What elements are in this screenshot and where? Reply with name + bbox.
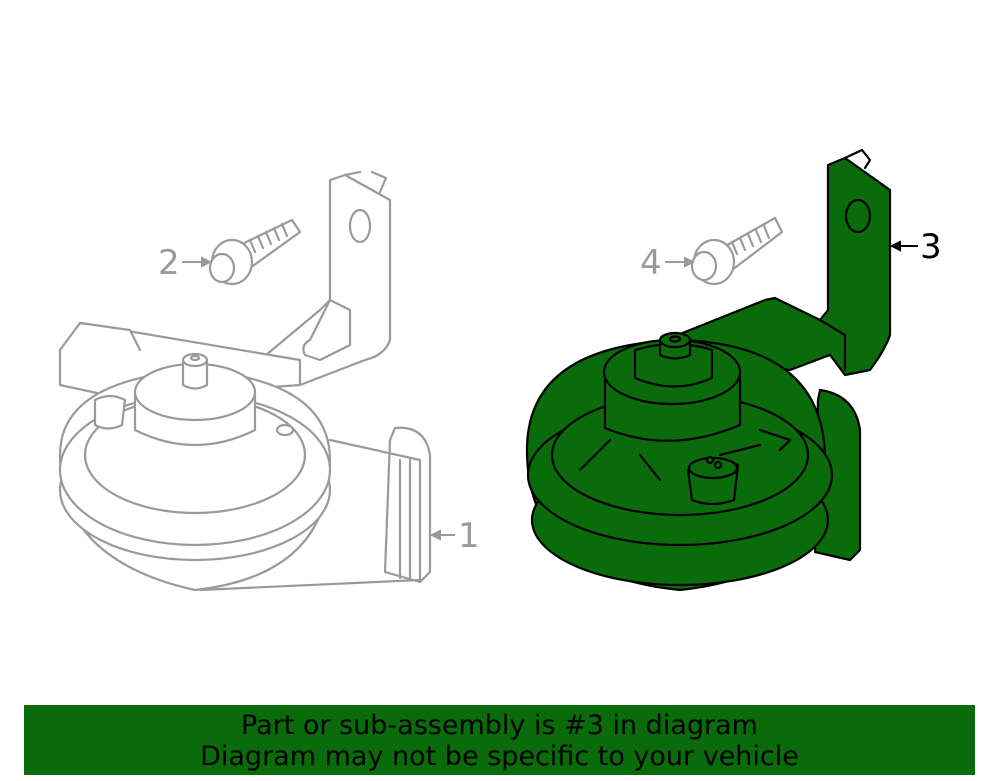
banner-line-part-number: Part or sub-assembly is #3 in diagram (241, 710, 758, 741)
horn-assembly-ghost (58, 170, 432, 592)
bolt-ghost (208, 218, 302, 286)
parts-diagram: 1 2 3 4 (58, 148, 942, 592)
info-banner: Part or sub-assembly is #3 in diagram Di… (24, 705, 975, 775)
callout-2-label: 2 (158, 243, 180, 283)
callout-1-label: 1 (458, 516, 480, 556)
ghost-rear-plate (383, 426, 432, 584)
callout-4-label: 4 (640, 243, 662, 283)
horn-bracket (638, 156, 892, 377)
bolt-part-4 (690, 216, 784, 286)
callout-3-label: 3 (920, 227, 942, 267)
banner-line-disclaimer: Diagram may not be specific to your vehi… (200, 741, 799, 772)
callout-arrows (182, 240, 918, 541)
horn-assembly-highlighted (525, 148, 892, 592)
